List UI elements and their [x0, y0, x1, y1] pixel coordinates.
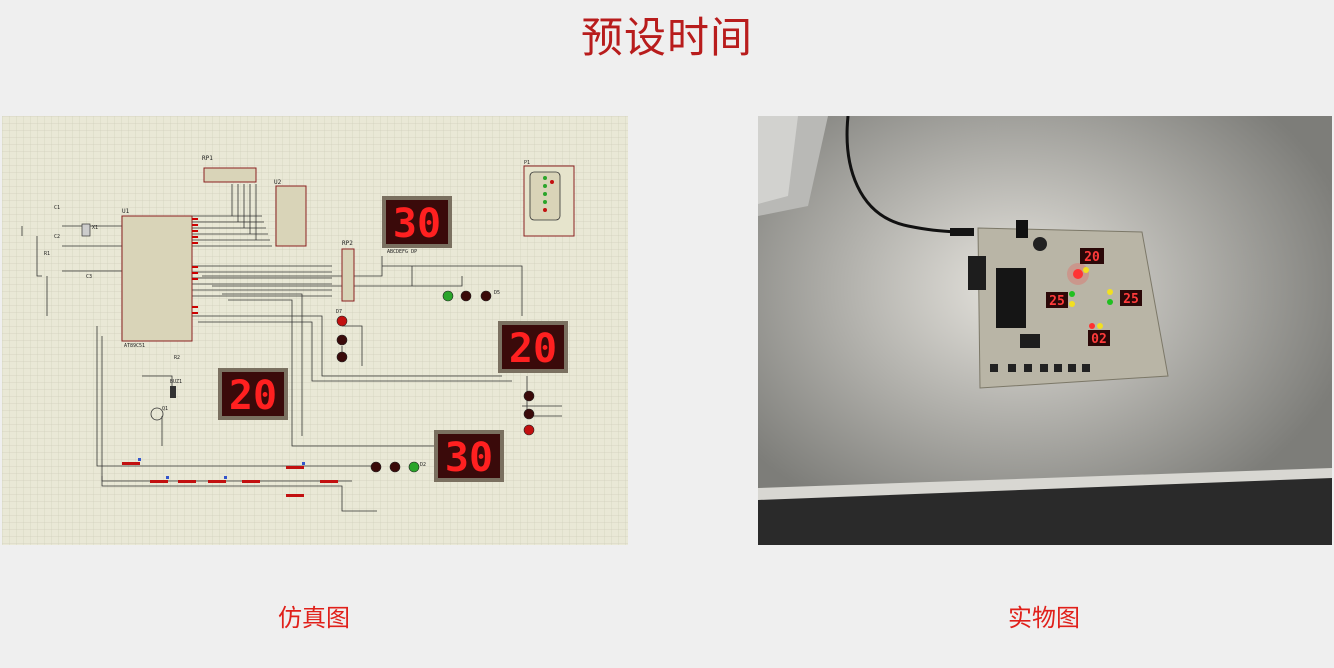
seg-mid-left-value: 20	[229, 373, 277, 419]
photo-seg-top-value: 20	[1084, 250, 1100, 265]
u1-part-label: AT89C51	[124, 343, 145, 349]
photo-seg-bottom-value: 02	[1091, 332, 1107, 347]
x1-label: X1	[92, 225, 98, 231]
d5-label: D5	[494, 290, 500, 296]
simulation-schematic: RP1 U2 RP2 U1 AT89C51 X1 C1 C2 C3 R1 R2 …	[2, 116, 628, 545]
c1-label: C1	[54, 205, 60, 211]
seg-mid-right-value: 20	[509, 326, 557, 372]
seg-top-center-value: 30	[393, 201, 441, 247]
c3-label: C3	[86, 274, 92, 280]
d2-label: D2	[420, 462, 426, 468]
r1-label: R1	[44, 251, 50, 257]
photo-seg-left-value: 25	[1049, 294, 1065, 309]
seg-bottom-center: 30	[434, 430, 504, 482]
p1-label: P1	[524, 160, 530, 166]
led-group-right	[523, 390, 535, 436]
simulation-caption: 仿真图	[278, 604, 350, 632]
seg-pins-label: ABCDEFG DP	[387, 249, 417, 255]
q1-label: Q1	[162, 406, 168, 412]
page-title: 预设时间	[580, 13, 753, 62]
u1-label: U1	[122, 208, 130, 215]
seg-bottom-center-value: 30	[445, 435, 493, 481]
u2-label: U2	[274, 179, 282, 186]
photo-seg-right-value: 25	[1123, 292, 1139, 307]
led-group-bottom: D2	[370, 461, 426, 473]
photo-seg-left: 25	[1046, 292, 1068, 309]
rp2-label: RP2	[342, 240, 353, 247]
seg-top-center: 30 ABCDEFG DP	[382, 196, 452, 255]
photo-caption: 实物图	[1008, 604, 1080, 632]
buz-label: BUZ1	[170, 379, 182, 385]
rp1-label: RP1	[202, 155, 213, 162]
led-group-top: D5	[442, 290, 500, 302]
d7-label: D7	[336, 309, 342, 315]
seg-mid-left: 20	[218, 368, 288, 420]
r2-label: R2	[174, 355, 180, 361]
photo-seg-bottom: 02	[1088, 330, 1110, 347]
led-group-left: D7	[336, 309, 348, 363]
hardware-photo: 20 25 25 02	[758, 116, 1332, 545]
photo-seg-right: 25	[1120, 290, 1142, 307]
photo-seg-top: 20	[1080, 248, 1104, 265]
c2-label: C2	[54, 234, 60, 240]
seg-mid-right: 20	[498, 321, 568, 373]
